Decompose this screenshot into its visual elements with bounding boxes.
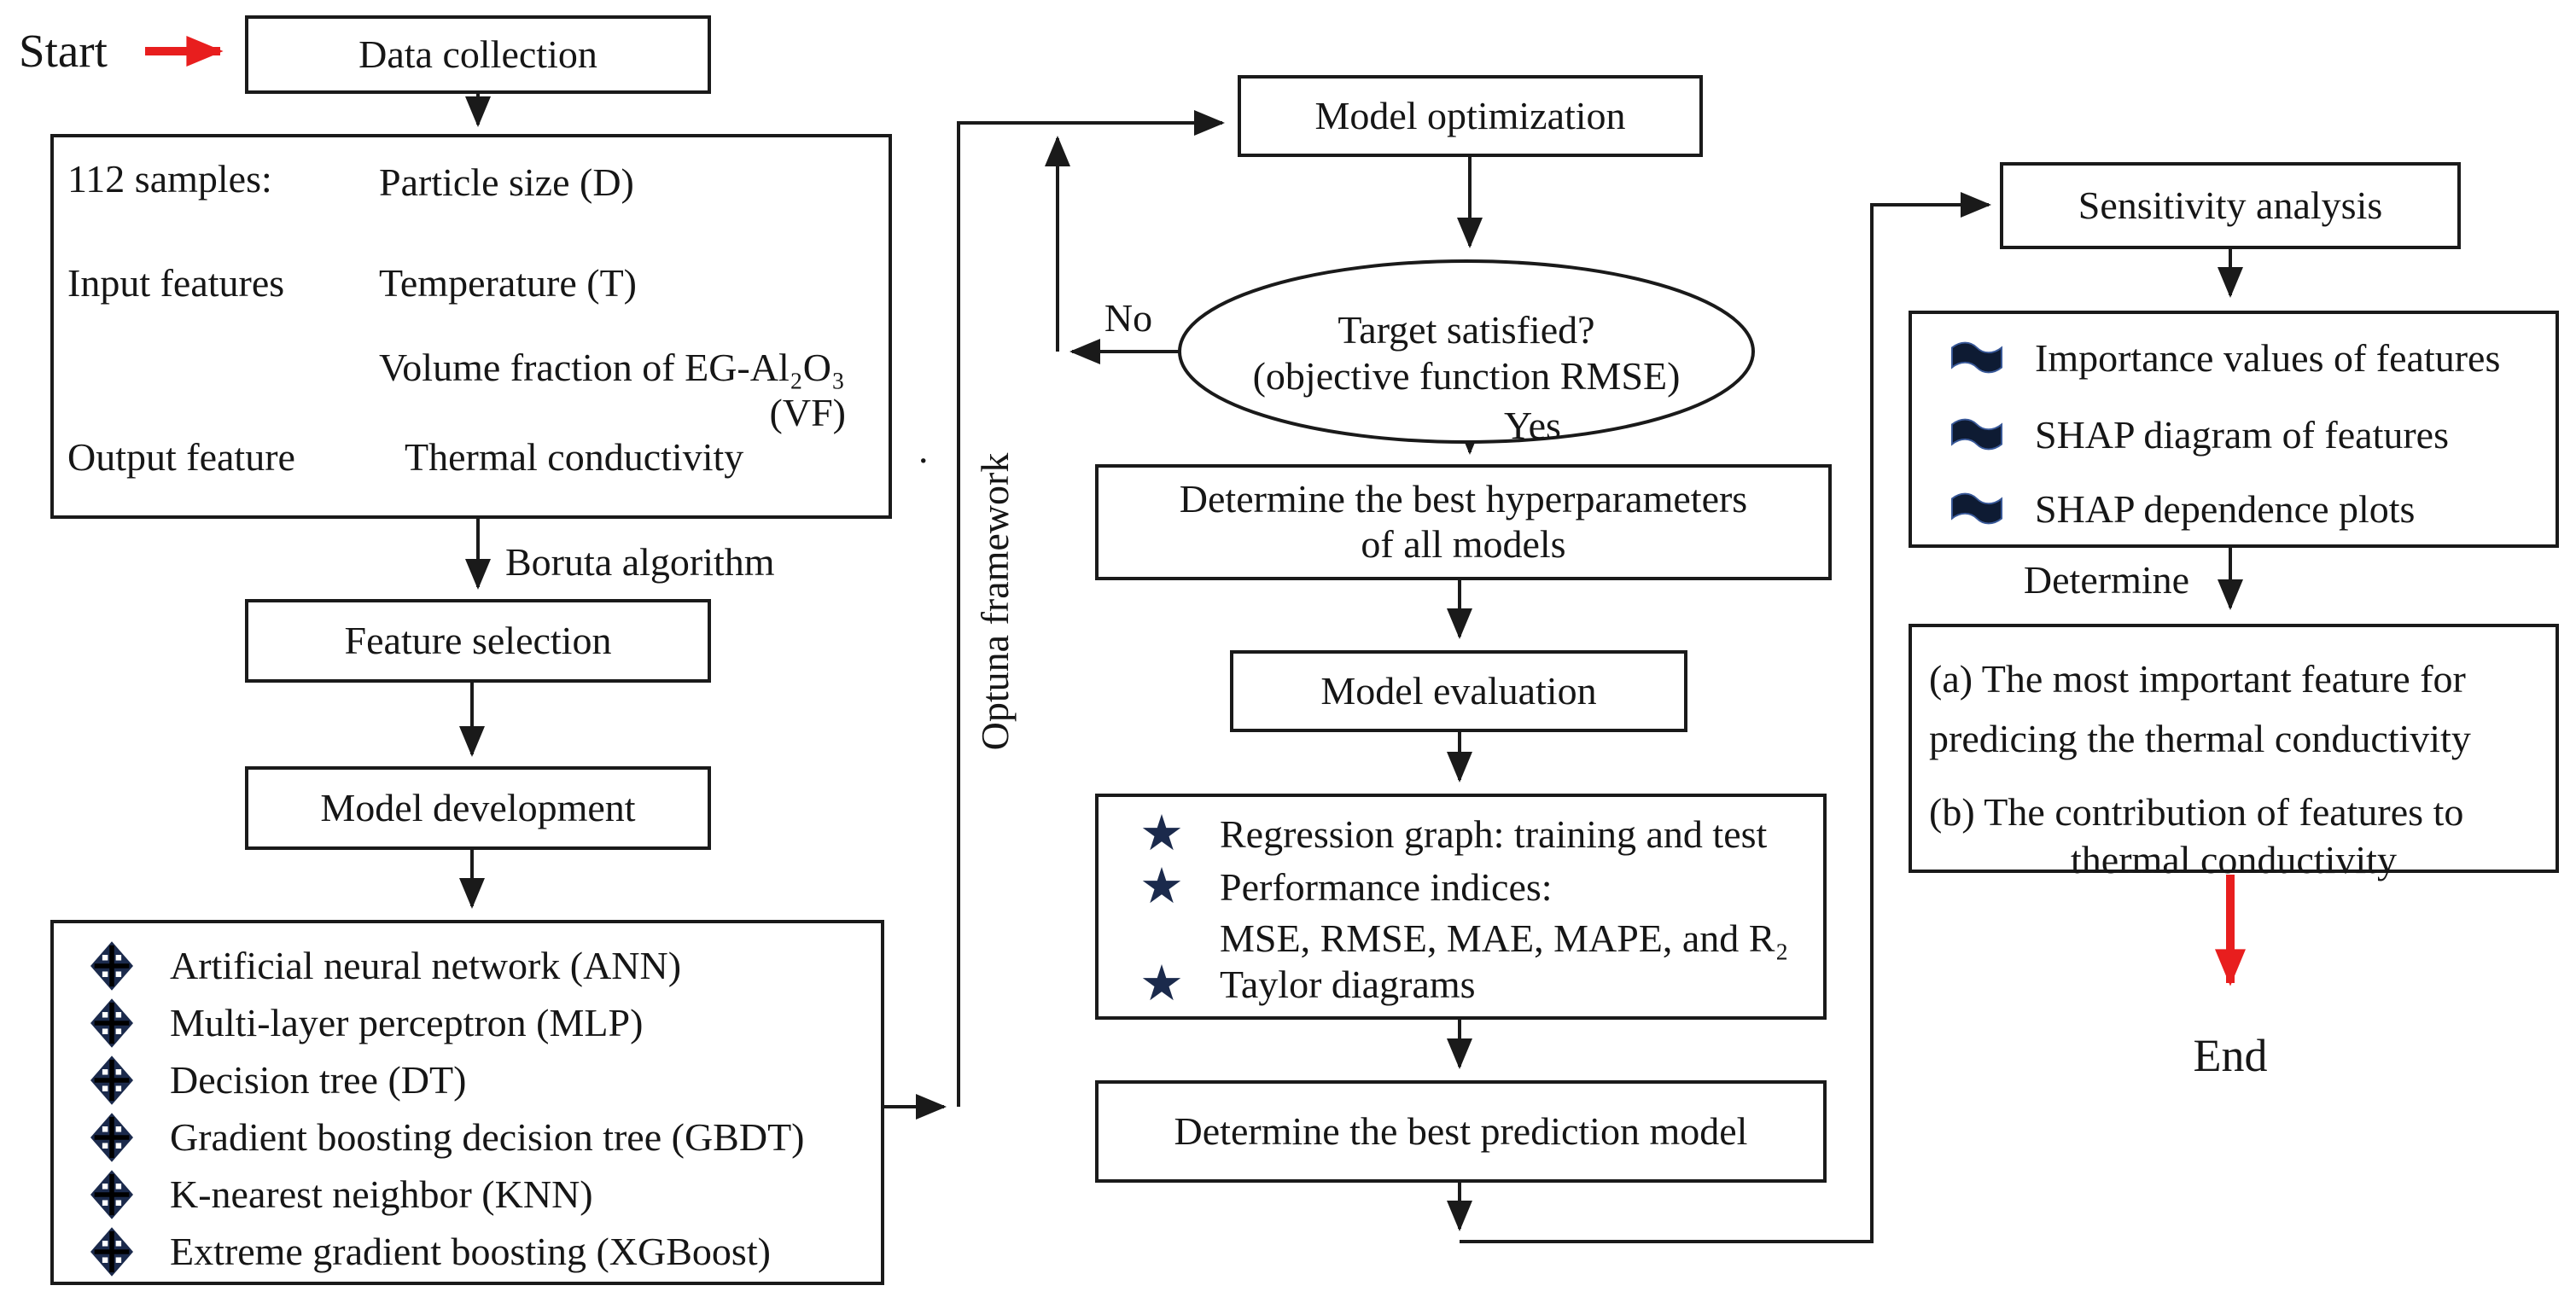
output-feature-label: Output feature — [67, 435, 295, 479]
list-item: ★ Regression graph: training and test — [1134, 809, 1767, 858]
model-item-label: Multi-layer perceptron (MLP) — [170, 1001, 644, 1044]
input-feature-particle-size: Particle size (D) — [379, 160, 634, 204]
model-evaluation-box: Model evaluation — [1230, 650, 1687, 732]
samples-title: 112 samples: — [67, 157, 272, 201]
star-bullet-icon: ★ — [1139, 858, 1184, 914]
model-evaluation-label: Model evaluation — [1320, 668, 1597, 713]
list-item: SHAP dependence plots — [1949, 483, 2415, 534]
sensitivity-item-label: Importance values of features — [2035, 335, 2501, 380]
flag-bullet-icon — [1949, 416, 2004, 453]
list-item: Multi-layer perceptron (MLP) — [85, 994, 643, 1051]
hyperparameters-line1: Determine the best hyperparameters — [1179, 477, 1748, 521]
diamond-bullet-icon — [85, 940, 139, 992]
hyperparameters-line2: of all models — [1361, 522, 1566, 566]
data-collection-label: Data collection — [358, 32, 597, 76]
star-bullet-icon: ★ — [1139, 806, 1184, 861]
model-optimization-box: Model optimization — [1238, 75, 1703, 157]
model-item-label: Gradient boosting decision tree (GBDT) — [170, 1115, 805, 1159]
list-item: Gradient boosting decision tree (GBDT) — [85, 1108, 804, 1166]
model-item-label: K-nearest neighbor (KNN) — [170, 1172, 593, 1216]
result-line-b2: thermal conductivity — [2071, 838, 2397, 881]
evaluation-item-label: Regression graph: training and test — [1220, 811, 1768, 856]
list-item: K-nearest neighbor (KNN) — [85, 1166, 593, 1223]
list-item: ★ Performance indices: — [1134, 862, 1553, 911]
sensitivity-box: Sensitivity analysis — [2000, 162, 2461, 249]
sensitivity-item-label: SHAP diagram of features — [2035, 412, 2449, 457]
models-box: Artificial neural network (ANN) Multi-la… — [50, 920, 884, 1285]
decision-ellipse — [1178, 259, 1755, 444]
list-item: MSE, RMSE, MAE, MAPE, and R₂ — [1134, 913, 1789, 963]
stray-period: . — [918, 428, 929, 471]
boruta-label: Boruta algorithm — [505, 540, 775, 584]
samples-box: 112 samples: Input features Particle siz… — [50, 134, 892, 519]
yes-label: Yes — [1504, 404, 1561, 447]
list-item: SHAP diagram of features — [1949, 409, 2449, 460]
input-feature-volume-fraction: Volume fraction of EG-Al₂O₃ — [379, 346, 846, 389]
evaluation-item-label: Performance indices: — [1220, 864, 1553, 909]
sensitivity-label: Sensitivity analysis — [2078, 183, 2383, 227]
hyperparameters-box: Determine the best hyperparameters of al… — [1095, 464, 1832, 580]
model-development-label: Model development — [320, 785, 636, 829]
results-box: (a) The most important feature for predi… — [1909, 624, 2559, 881]
diamond-bullet-icon — [85, 1169, 139, 1220]
diamond-bullet-icon — [85, 998, 139, 1049]
feature-selection-label: Feature selection — [344, 618, 612, 662]
list-item: Importance values of features — [1949, 332, 2500, 383]
best-model-label: Determine the best prediction model — [1174, 1108, 1748, 1153]
optuna-label: Optuna framework — [973, 452, 1017, 751]
list-item: Decision tree (DT) — [85, 1051, 466, 1108]
shap-box: Importance values of features SHAP diagr… — [1909, 311, 2559, 548]
input-feature-vf: (VF) — [769, 391, 846, 434]
decision-line2: (objective function RMSE) — [1252, 354, 1681, 398]
result-line-a2: predicing the thermal conductivity — [1929, 717, 2471, 760]
input-features-label: Input features — [67, 261, 285, 305]
start-label: Start — [19, 25, 108, 77]
best-model-box: Determine the best prediction model — [1095, 1080, 1827, 1183]
model-item-label: Decision tree (DT) — [170, 1058, 467, 1102]
model-item-label: Artificial neural network (ANN) — [170, 944, 682, 987]
model-item-label: Extreme gradient boosting (XGBoost) — [170, 1230, 771, 1273]
no-label: No — [1104, 296, 1153, 340]
sensitivity-item-label: SHAP dependence plots — [2035, 486, 2416, 531]
result-line-b1: (b) The contribution of features to — [1929, 790, 2464, 834]
red-arrow-group — [145, 36, 2246, 986]
model-development-box: Model development — [245, 766, 711, 850]
list-item: Artificial neural network (ANN) — [85, 937, 681, 994]
decision-line1: Target satisfied? — [1338, 308, 1595, 352]
result-line-a1: (a) The most important feature for — [1929, 657, 2466, 701]
diamond-bullet-icon — [85, 1226, 139, 1277]
diamond-bullet-icon — [85, 1055, 139, 1106]
flag-bullet-icon — [1949, 490, 2004, 527]
list-item: ★ Taylor diagrams — [1134, 959, 1476, 1009]
input-feature-temperature: Temperature (T) — [379, 261, 637, 305]
diamond-bullet-icon — [85, 1112, 139, 1163]
model-optimization-label: Model optimization — [1314, 93, 1626, 137]
flag-bullet-icon — [1949, 339, 2004, 376]
evaluation-item-label: MSE, RMSE, MAE, MAPE, and R₂ — [1220, 916, 1789, 960]
star-bullet-icon: ★ — [1139, 956, 1184, 1011]
feature-selection-box: Feature selection — [245, 599, 711, 683]
determine-label: Determine — [2023, 558, 2190, 602]
evaluation-box: ★ Regression graph: training and test ★ … — [1095, 794, 1827, 1020]
data-collection-box: Data collection — [245, 15, 711, 94]
evaluation-item-label: Taylor diagrams — [1220, 962, 1476, 1006]
list-item: Extreme gradient boosting (XGBoost) — [85, 1223, 771, 1280]
output-feature-value: Thermal conductivity — [405, 435, 744, 479]
end-label: End — [2193, 1030, 2268, 1081]
